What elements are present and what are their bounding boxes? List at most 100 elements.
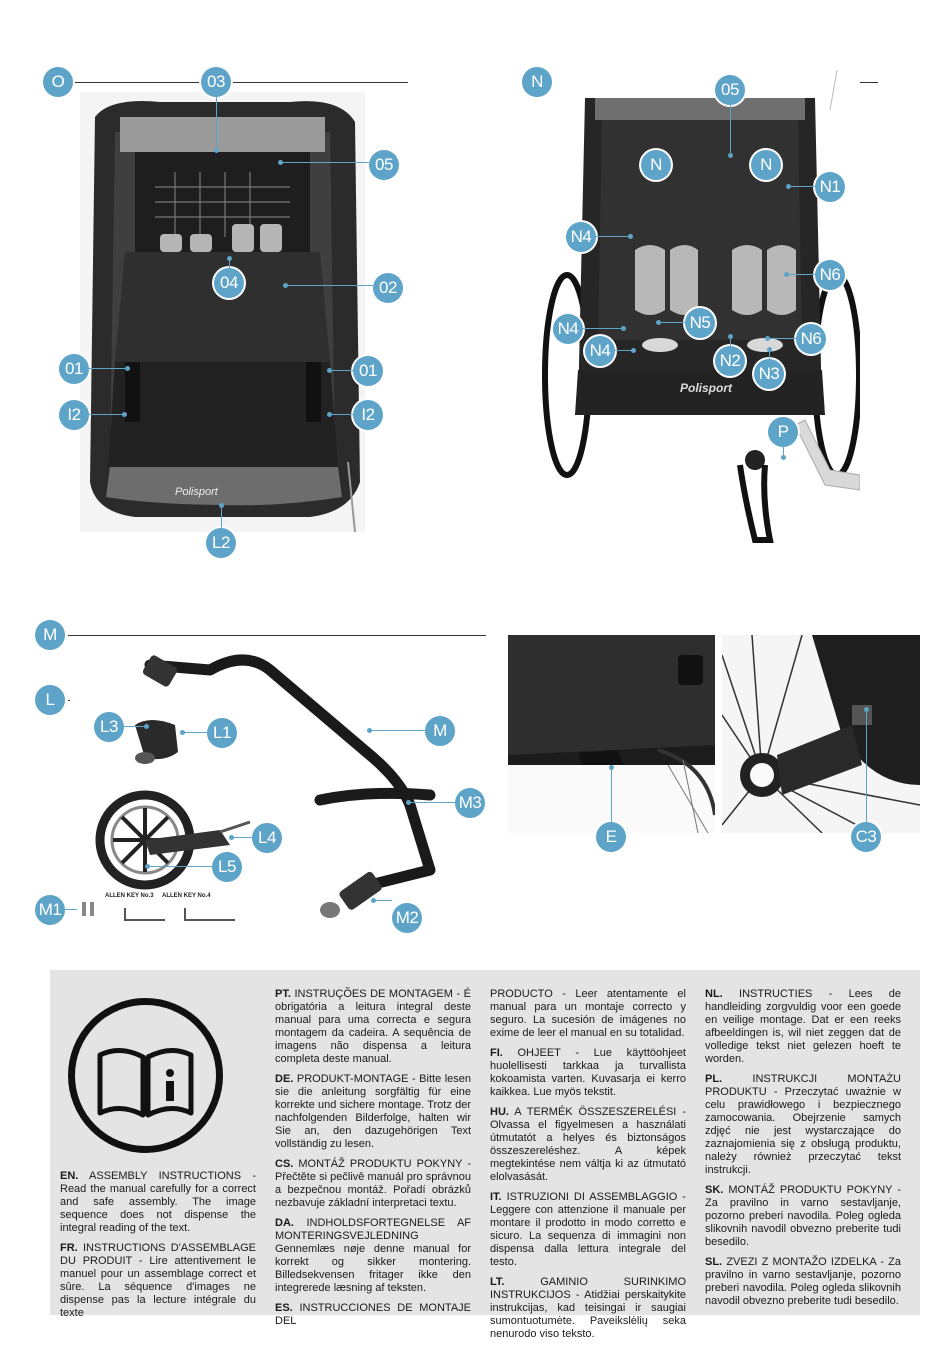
- leader-line: [660, 322, 685, 323]
- section-badge-n: N: [522, 67, 552, 97]
- instruction-pl: PL. INSTRUKCJI MONTAŻU PRODUKTU - Przecz…: [705, 1073, 901, 1176]
- leader-dot: [621, 326, 626, 331]
- leader-line: [232, 837, 252, 838]
- leader-line: [583, 328, 623, 329]
- callout-05: 05: [715, 75, 745, 105]
- instruction-en: EN. ASSEMBLY INSTRUCTIONS - Read the man…: [60, 1170, 257, 1234]
- callout-i2-left: I2: [59, 400, 89, 430]
- leader-line: [769, 350, 770, 359]
- leader-line: [410, 802, 455, 803]
- leader-line: [730, 338, 731, 346]
- allen-key-4-label: ALLEN KEY No.4: [162, 893, 211, 899]
- leader-dot: [278, 160, 283, 165]
- column-2: PT. INSTRUÇÕES DE MONTAGEM - É obrigatór…: [275, 988, 471, 1335]
- section-o-rule: [72, 82, 408, 83]
- callout-l2: L2: [206, 528, 236, 558]
- instruction-cs: CS. MONTÁŽ PRODUKTU POKYNY - Přečtěte si…: [275, 1158, 471, 1209]
- leader-line: [730, 105, 731, 155]
- leader-line: [221, 506, 222, 528]
- callout-n2: N2: [715, 346, 745, 376]
- leader-dot: [728, 153, 733, 158]
- leader-line: [370, 730, 425, 731]
- instruction-da: DA. INDHOLDSFORTEGNELSE AF MONTERINGSVEJ…: [275, 1217, 471, 1294]
- leader-line: [65, 909, 77, 910]
- leader-line: [285, 285, 373, 286]
- parts-photo: [70, 640, 490, 930]
- allen-key-3-label: ALLEN KEY No.3: [105, 893, 154, 899]
- instruction-it: IT. ISTRUZIONI DI ASSEMBLAGGIO - Leggere…: [490, 1191, 686, 1268]
- callout-n1: N1: [815, 172, 845, 202]
- leader-dot: [367, 728, 372, 733]
- panel-e-c3: E C3: [500, 600, 950, 950]
- leader-line: [768, 338, 796, 339]
- leader-dot: [728, 334, 733, 339]
- leader-dot: [609, 765, 614, 770]
- callout-e: E: [596, 822, 626, 852]
- panel-n: Polisport N 05 N N N1 N4 N6 N5 N4 N6 N4 …: [470, 0, 950, 580]
- leader-line: [611, 768, 612, 822]
- callout-01-left: 01: [59, 354, 89, 384]
- callout-l1: L1: [207, 718, 237, 748]
- section-badge-m: M: [35, 620, 65, 650]
- column-4: NL. INSTRUCTIES - Lees de handleiding zo…: [705, 988, 901, 1315]
- leader-dot: [214, 148, 219, 153]
- callout-n-right: N: [751, 150, 781, 180]
- callout-n-left: N: [641, 150, 671, 180]
- callout-l3: L3: [94, 712, 124, 742]
- callout-i2-right: I2: [353, 400, 383, 430]
- leader-line: [866, 710, 867, 822]
- leader-dot: [227, 256, 232, 261]
- leader-dot: [283, 283, 288, 288]
- leader-line: [124, 726, 146, 727]
- callout-m: M: [425, 716, 455, 746]
- leader-line: [374, 900, 392, 901]
- leader-dot: [631, 348, 636, 353]
- callout-n5: N5: [685, 308, 715, 338]
- callout-03: 03: [201, 67, 231, 97]
- wheel-hub-photo: [722, 635, 920, 833]
- section-m-rule: [68, 635, 486, 636]
- callout-01-right: 01: [353, 356, 383, 386]
- instruction-es-cont: PRODUCTO - Leer atentamente el manual pa…: [490, 988, 686, 1039]
- leader-line: [615, 350, 633, 351]
- leader-dot: [229, 835, 234, 840]
- instruction-es-start: ES. INSTRUCCIONES DE MONTAJE DEL: [275, 1302, 471, 1327]
- trailer-interior-photo: Polisport: [80, 92, 365, 532]
- leader-dot: [765, 336, 770, 341]
- leader-line: [229, 260, 230, 268]
- leader-dot: [786, 184, 791, 189]
- section-badge-o: O: [43, 67, 73, 97]
- leader-dot: [327, 412, 332, 417]
- leader-line: [89, 414, 124, 415]
- instruction-pt: PT. INSTRUÇÕES DE MONTAGEM - É obrigatór…: [275, 988, 471, 1065]
- callout-c3: C3: [851, 822, 881, 852]
- leader-line: [783, 447, 784, 457]
- section-badge-l: L: [35, 685, 65, 715]
- leader-dot: [406, 800, 411, 805]
- instruction-nl: NL. INSTRUCTIES - Lees de handleiding zo…: [705, 988, 901, 1065]
- instruction-fi: FI. OHJEET - Lue käyttöohjeet huolellise…: [490, 1047, 686, 1098]
- column-3: PRODUCTO - Leer atentamente el manual pa…: [490, 988, 686, 1348]
- instruction-fr: FR. INSTRUCTIONS D'ASSEMBLAGE DU PRODUIT…: [60, 1242, 256, 1319]
- leader-line: [148, 866, 212, 867]
- leader-line: [787, 274, 815, 275]
- callout-p: P: [768, 417, 798, 447]
- open-book-info-icon: [68, 998, 223, 1153]
- callout-05: 05: [369, 150, 399, 180]
- callout-n4-top: N4: [566, 222, 596, 252]
- leader-line: [216, 97, 217, 150]
- callout-m2: M2: [392, 903, 422, 933]
- callout-m1: M1: [35, 895, 65, 925]
- instruction-de: DE. PRODUKT-MONTAGE - Bitte lesen sie di…: [275, 1073, 471, 1150]
- leader-dot: [628, 234, 633, 239]
- leader-line: [89, 368, 126, 369]
- leader-dot: [125, 366, 130, 371]
- leader-line: [596, 236, 630, 237]
- instruction-hu: HU. A TERMÉK ÖSSZESZERELÉSI - Olvassa el…: [490, 1106, 686, 1183]
- callout-m3: M3: [455, 788, 485, 818]
- callout-04: 04: [214, 268, 244, 298]
- leader-dot: [767, 347, 772, 352]
- leader-line: [789, 186, 815, 187]
- instruction-sk: SK. MONTÁŽ PRODUKTU POKYNY - Za pravilno…: [705, 1184, 901, 1248]
- leader-dot: [784, 272, 789, 277]
